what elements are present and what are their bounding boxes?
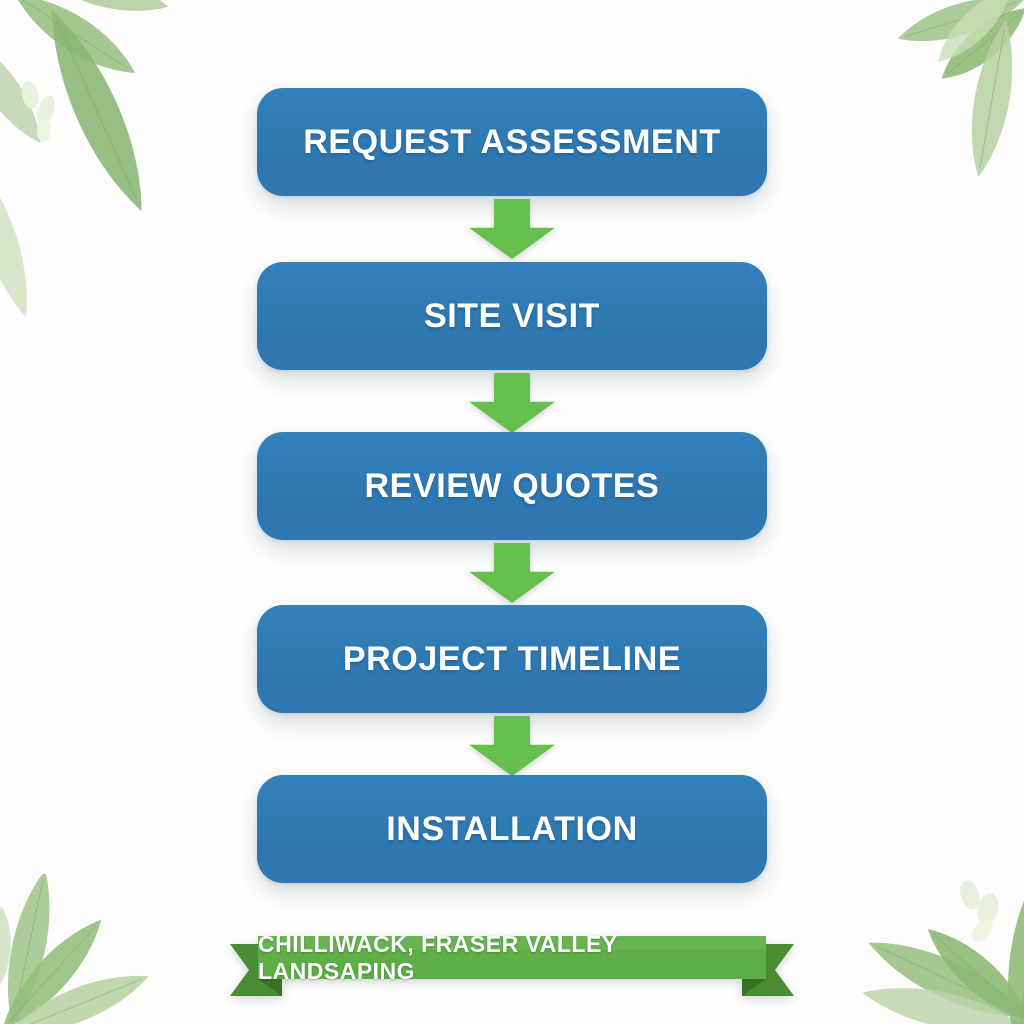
step-label: PROJECT TIMELINE [342,639,682,678]
step-box-request-assessment: REQUEST ASSESSMENT [257,88,767,196]
down-arrow-icon [469,543,555,603]
ribbon-banner-shape [230,936,794,996]
step-box-review-quotes: REVIEW QUOTES [257,432,767,540]
leaves-decoration-bottom-left [0,874,149,1024]
step-label: REVIEW QUOTES [364,466,660,505]
step-label: INSTALLATION [386,809,638,848]
leaves-decoration-top-right [897,0,1024,178]
down-arrow-icon [469,199,555,259]
step-box-site-visit: SITE VISIT [257,262,767,370]
step-label: REQUEST ASSESSMENT [303,122,721,161]
step-label: SITE VISIT [423,296,601,335]
down-arrow-icon [469,373,555,433]
ribbon-banner-text: CHILLIWACK, FRASER VALLEY LANDSAPING [258,930,618,984]
down-arrow-icon [469,716,555,776]
leaves-decoration-top-left [0,0,169,317]
leaves-decoration-bottom-right [862,879,1024,1024]
step-box-installation: INSTALLATION [257,775,767,883]
step-box-project-timeline: PROJECT TIMELINE [257,605,767,713]
